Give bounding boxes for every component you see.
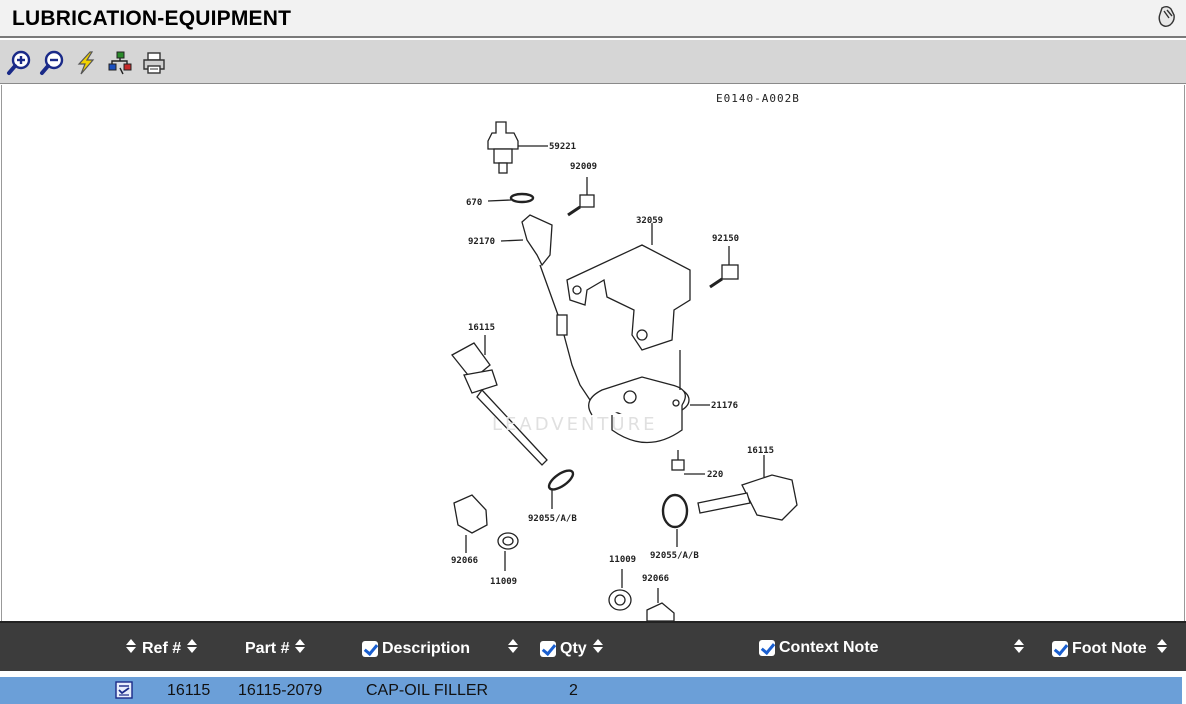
callout-92066-right: 92066 [642, 574, 669, 584]
zoom-out-icon [40, 50, 64, 75]
zoom-in-icon [7, 50, 31, 75]
callout-16115-left: 16115 [468, 323, 495, 333]
tree-button[interactable] [106, 49, 134, 77]
sort-icon[interactable] [592, 639, 603, 658]
title-bar: LUBRICATION-EQUIPMENT [0, 0, 1186, 38]
sort-icon[interactable] [1156, 639, 1167, 658]
qty-checkbox[interactable] [540, 640, 556, 657]
col-part[interactable]: Part # [245, 639, 311, 658]
highlight-button[interactable] [72, 49, 100, 77]
foot-note-checkbox[interactable] [1052, 640, 1068, 657]
callout-670: 670 [466, 198, 482, 208]
col-description[interactable]: Description [362, 639, 524, 658]
zoom-in-button[interactable] [5, 49, 33, 77]
callout-59221: 59221 [549, 142, 576, 152]
callout-92066-left: 92066 [451, 556, 478, 566]
parts-table-header: Ref # Part # Description Qty Context Not… [0, 621, 1186, 671]
callout-92055-right: 92055/A/B [650, 551, 699, 561]
diagram-code: E0140-A002B [716, 92, 800, 105]
row-document-icon[interactable] [114, 680, 134, 700]
col-foot-note-label: Foot Note [1072, 639, 1147, 657]
callout-16115-right: 16115 [747, 446, 774, 456]
page-title: LUBRICATION-EQUIPMENT [12, 7, 292, 30]
col-ref-label: Ref # [142, 639, 182, 657]
watermark: LEADVENTURE [492, 414, 657, 435]
print-button[interactable] [140, 49, 168, 77]
sort-icon[interactable] [187, 639, 198, 658]
callout-92170: 92170 [468, 237, 495, 247]
col-description-label: Description [382, 639, 471, 657]
sort-icon[interactable] [295, 639, 306, 658]
callout-32059: 32059 [636, 216, 663, 226]
callout-21176: 21176 [711, 401, 738, 411]
row-ref: 16115 [167, 682, 211, 699]
callout-11009-right: 11009 [609, 555, 636, 565]
col-qty-label: Qty [560, 639, 587, 657]
sort-icon[interactable] [508, 639, 519, 658]
context-note-checkbox[interactable] [759, 640, 775, 656]
row-description: CAP-OIL FILLER [366, 682, 489, 699]
col-context-sort[interactable] [1008, 639, 1030, 658]
exploded-view-drawing: 59221 92009 670 92170 32059 92150 16115 … [451, 121, 798, 621]
col-context-note[interactable]: Context Note [759, 639, 879, 657]
col-part-label: Part # [245, 639, 290, 657]
sort-icon[interactable] [1014, 639, 1024, 658]
callout-11009-left: 11009 [490, 577, 517, 587]
sort-icon[interactable] [126, 639, 136, 658]
mouse-pointer-icon[interactable] [1156, 5, 1178, 29]
toolbar [0, 40, 1186, 84]
row-qty: 2 [569, 682, 578, 699]
callout-92009: 92009 [570, 162, 597, 172]
print-icon [143, 52, 165, 74]
table-gap [0, 671, 1186, 677]
zoom-out-button[interactable] [38, 49, 66, 77]
col-ref[interactable]: Ref # [120, 639, 203, 658]
row-part: 16115-2079 [238, 682, 323, 699]
parts-diagram[interactable]: E0140-A002B [1, 85, 1185, 621]
col-qty[interactable]: Qty [540, 639, 609, 658]
lightning-icon [77, 51, 95, 75]
callout-92055-left: 92055/A/B [528, 514, 577, 524]
tree-icon [108, 51, 132, 75]
table-row[interactable]: 16115 16115-2079 CAP-OIL FILLER 2 [0, 677, 1182, 704]
callout-220: 220 [707, 470, 723, 480]
callout-92150: 92150 [712, 234, 739, 244]
col-context-note-label: Context Note [779, 639, 879, 656]
col-foot-note[interactable]: Foot Note [1052, 639, 1173, 658]
description-checkbox[interactable] [362, 640, 378, 657]
